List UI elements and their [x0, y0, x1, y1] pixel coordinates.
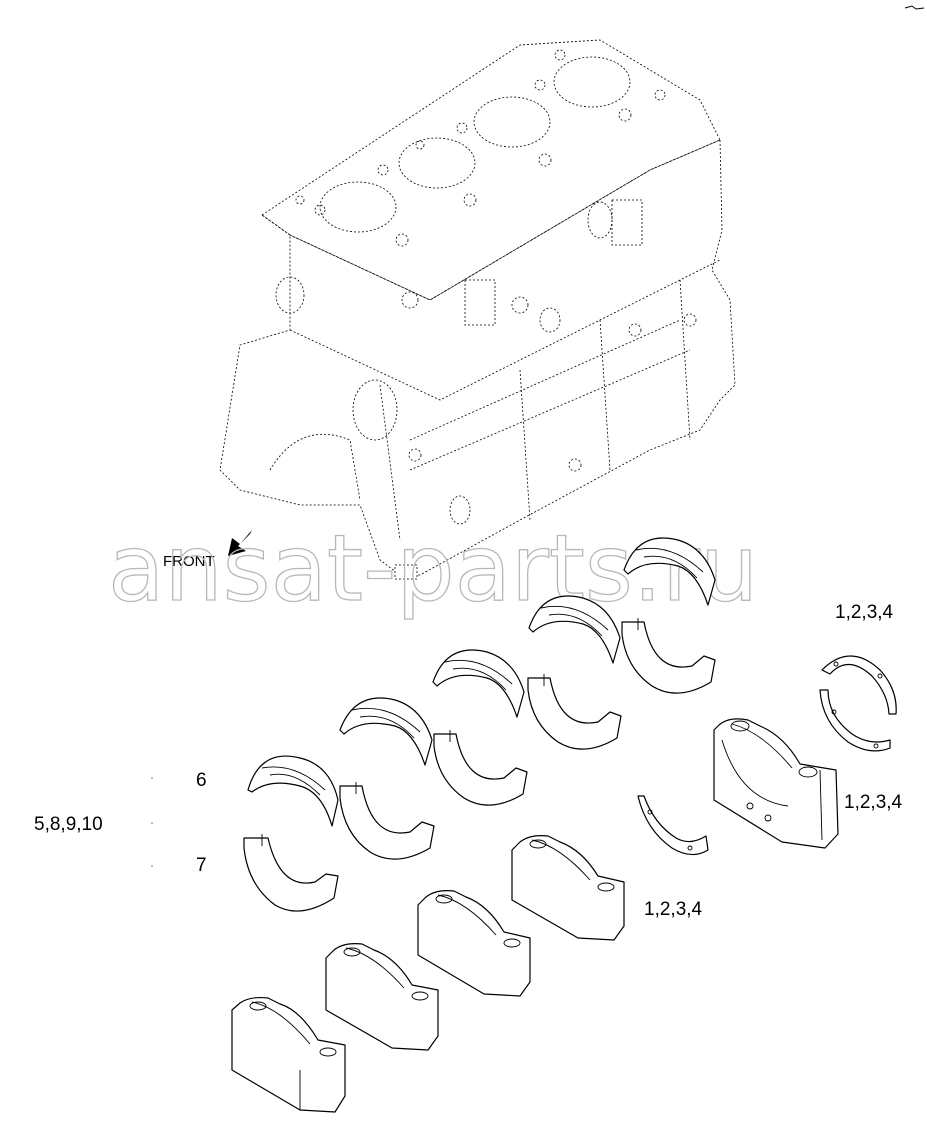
label-parts-1-2-3-4-rear-cap: 1,2,3,4: [844, 792, 903, 813]
upper-bearing-shells: [247, 537, 716, 827]
lower-bearing-shell: [243, 834, 339, 912]
label-parts-1-2-3-4-washer-lower: 1,2,3,4: [644, 899, 703, 920]
upper-bearing-shell: [623, 537, 716, 606]
corner-mark-icon: [904, 5, 925, 10]
leader-marks: [151, 777, 153, 867]
front-label: FRONT: [163, 553, 215, 570]
upper-bearing-shell: [528, 595, 621, 664]
upper-bearing-shell: [432, 649, 525, 718]
thrust-washers: [637, 655, 897, 856]
front-arrow-icon: [228, 530, 252, 556]
label-parts-1-2-3-4-washers: 1,2,3,4: [835, 602, 894, 623]
main-bearing-cap: [417, 890, 531, 997]
engine-block: [219, 39, 736, 580]
lower-bearing-shell: [339, 782, 435, 860]
label-part-6: 6: [196, 770, 207, 791]
lower-bearing-shell: [433, 730, 528, 806]
label-part-7: 7: [196, 855, 207, 876]
label-parts-5-8-9-10: 5,8,9,10: [34, 814, 103, 835]
upper-bearing-shell: [247, 755, 339, 827]
lower-bearing-shell: [527, 674, 622, 750]
upper-bearing-shell: [339, 697, 433, 766]
watermark-text: ansat-parts.ru: [108, 515, 758, 622]
main-bearing-cap: [713, 718, 839, 849]
main-bearing-caps: [231, 718, 839, 1113]
lower-bearing-shells: [243, 618, 716, 912]
main-bearing-cap: [325, 943, 439, 1051]
main-bearing-cap: [511, 835, 625, 941]
lower-bearing-shell: [621, 618, 716, 694]
main-bearing-cap: [231, 996, 346, 1113]
